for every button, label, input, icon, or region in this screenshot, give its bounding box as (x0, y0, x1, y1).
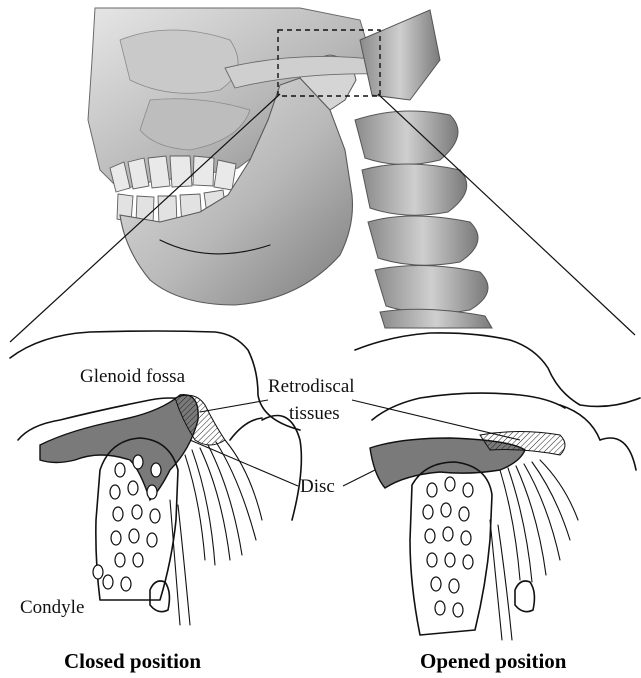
label-glenoid-fossa: Glenoid fossa (80, 366, 186, 387)
opened-position-diagram (355, 333, 640, 640)
trabecular-opened (423, 477, 473, 617)
label-disc: Disc (300, 476, 335, 497)
label-retrodiscal-line1: Retrodiscal (268, 376, 355, 397)
disc-closed (40, 395, 198, 500)
caption-opened: Opened position (420, 649, 567, 673)
caption-closed: Closed position (64, 649, 201, 673)
ct-skull-render (88, 8, 492, 328)
cervical-spine (355, 10, 492, 328)
label-condyle: Condyle (20, 597, 84, 618)
label-retrodiscal-line2: tissues (289, 403, 340, 424)
